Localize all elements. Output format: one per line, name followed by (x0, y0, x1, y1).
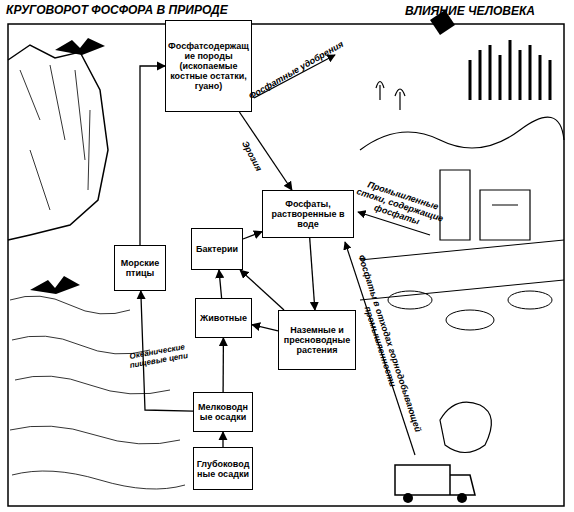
quarry (440, 402, 491, 452)
process-box: Наземные и пресноводные растения (278, 310, 356, 370)
flow-arrow (310, 238, 315, 310)
cliff-hatch (20, 65, 90, 210)
flow-arrow (140, 66, 165, 245)
process-box: Фосфаты, растворенные в воде (262, 190, 354, 238)
pond (388, 291, 432, 309)
pond (508, 291, 552, 309)
truck (395, 465, 475, 495)
process-box: Фосфатсодержащие породы (ископаемые кост… (165, 20, 252, 112)
process-box: Бактерии (191, 228, 243, 270)
process-box: Мелководные осадки (193, 392, 253, 432)
box-text: Фосфатсодержащие породы (ископаемые кост… (168, 41, 249, 91)
hills (360, 117, 564, 150)
truck-wheel (457, 493, 467, 503)
factory (440, 170, 530, 240)
sea-waves (10, 296, 185, 489)
process-box: Морские птицы (114, 245, 166, 291)
process-box: Глубоководные осадки (193, 447, 253, 490)
section-heading: ВЛИЯНИЕ ЧЕЛОВЕКА (370, 5, 570, 18)
flow-arrow (222, 338, 224, 392)
flow-arrow (252, 325, 278, 331)
edge-label: Океанические пищевые цепи (117, 340, 199, 372)
city (470, 40, 550, 100)
cliff (8, 45, 108, 240)
box-text: Наземные и пресноводные растения (281, 325, 353, 355)
edge-label: Эрозия (234, 127, 271, 185)
process-box: Животные (195, 298, 252, 338)
flow-arrow (243, 232, 262, 239)
truck-wheel (403, 493, 413, 503)
box-text: Морские птицы (117, 258, 163, 278)
diagram-title: КРУГОВОРОТ ФОСФОРА В ПРИРОДЕ (6, 3, 228, 17)
box-text: Бактерии (196, 244, 238, 254)
bird (30, 276, 80, 294)
frame (8, 24, 564, 506)
flow-arrow (222, 432, 223, 447)
bird (55, 38, 105, 55)
box-text: Глубоководные осадки (196, 459, 250, 479)
flow-arrow (219, 270, 222, 298)
box-text: Животные (200, 313, 247, 323)
influence-label: Фосфатные удобрения (246, 38, 346, 102)
pond (446, 310, 494, 330)
trees (376, 82, 405, 111)
box-text: Фосфаты, растворенные в воде (265, 199, 351, 229)
box-text: Мелководные осадки (196, 402, 250, 422)
